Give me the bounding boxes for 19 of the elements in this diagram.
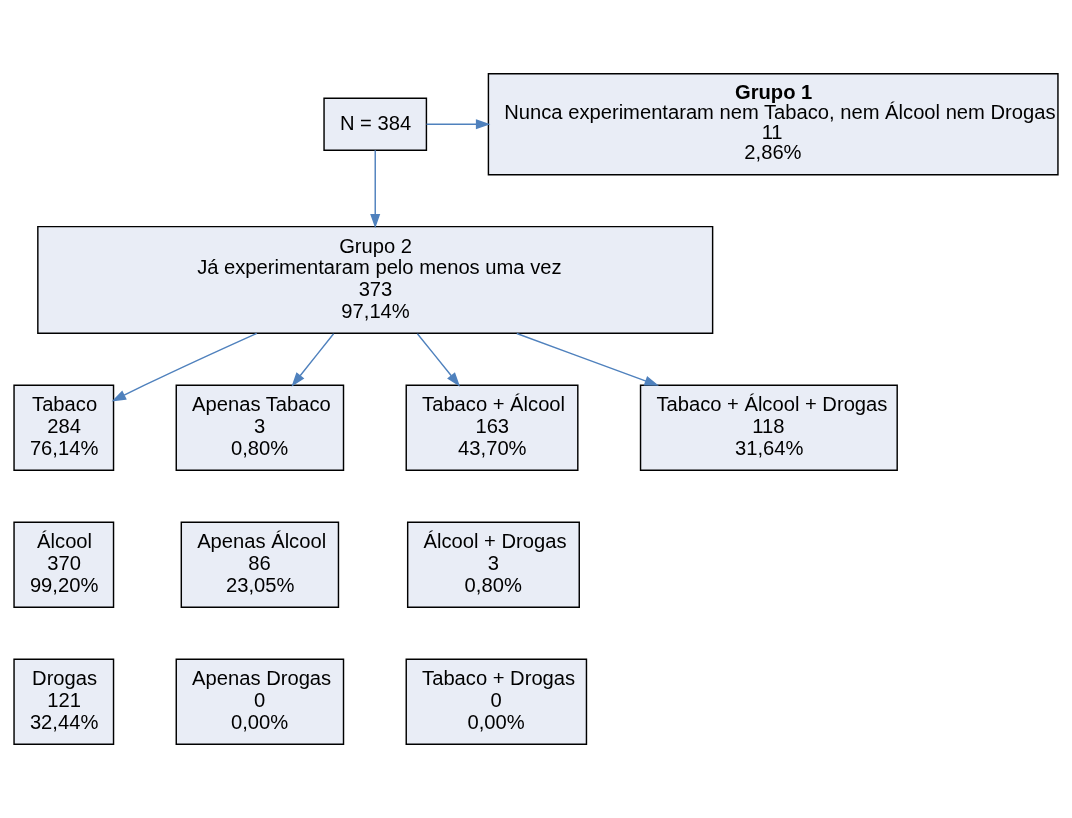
node-box: Tabaco + Álcool 163 43,70% <box>405 384 579 471</box>
arrow <box>370 149 381 229</box>
node-box: Álcool + Drogas 3 0,80% <box>406 521 580 608</box>
node-box: Tabaco 284 76,14% <box>13 384 115 471</box>
arrow <box>416 333 461 387</box>
node-box: Tabaco + Álcool + Drogas 118 31,64% <box>639 384 898 471</box>
node-box: Apenas Drogas 0 0,00% <box>175 658 345 745</box>
arrow <box>516 332 659 386</box>
node-box: N = 384 <box>323 97 428 151</box>
node-box: Grupo 2 Já experimentaram pelo menos uma vez 373 97,14% <box>37 225 714 335</box>
arrow <box>425 119 491 130</box>
node-box: Apenas Álcool 86 23,05% <box>180 521 340 608</box>
node-box: Drogas 121 32,44% <box>13 658 115 745</box>
arrow <box>291 333 335 387</box>
node-box: Grupo 1 Nunca experimentaram nem Tabaco, nem Álcool nem Drogas 11 2,86% <box>487 73 1059 176</box>
arrow <box>111 332 258 402</box>
node-box: Apenas Tabaco 3 0,80% <box>175 384 345 471</box>
node-box: Álcool 370 99,20% <box>13 521 115 608</box>
node-box: Tabaco + Drogas 0 0,00% <box>405 658 588 745</box>
